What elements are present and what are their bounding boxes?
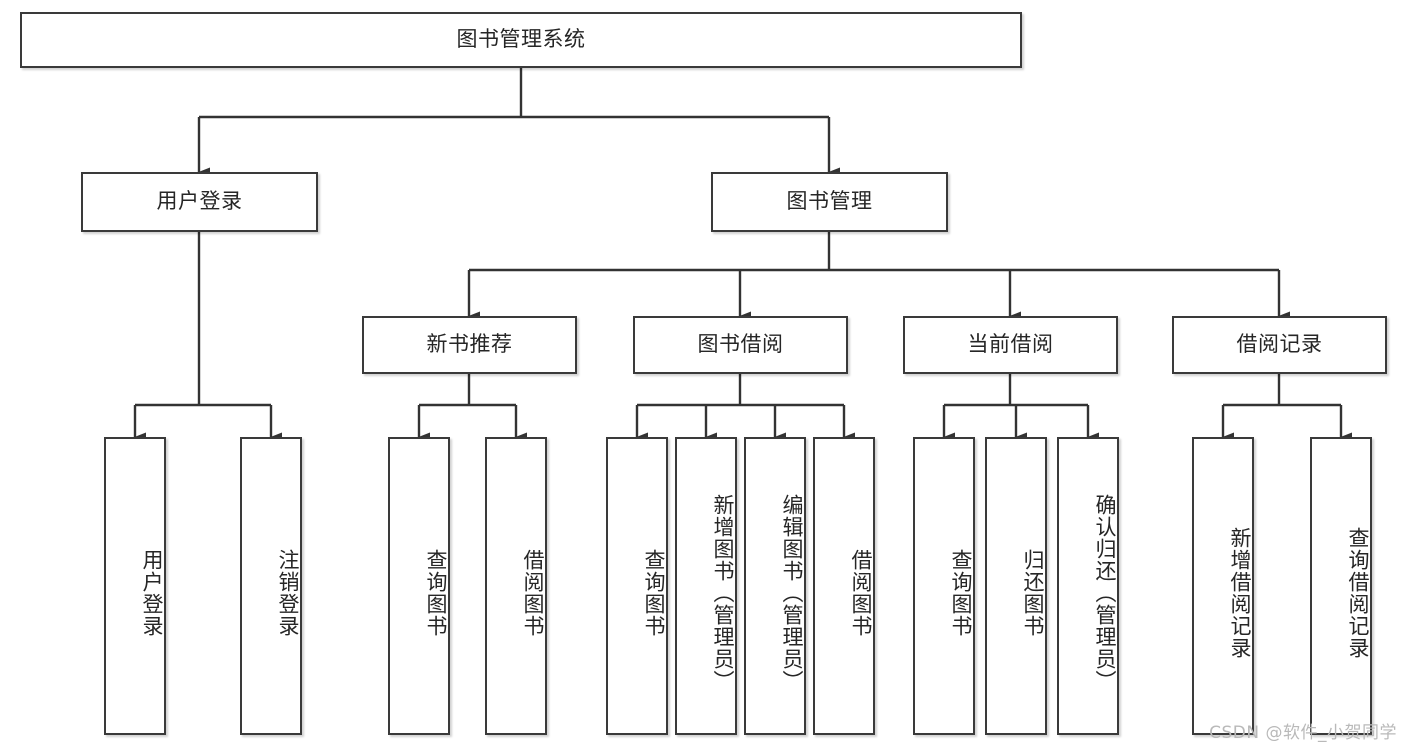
node-current-borrow[interactable]: 当前借阅 (903, 316, 1118, 374)
node-label: 借阅图书 (521, 549, 545, 637)
node-leaf-borrow-books-2[interactable]: 借阅图书 (813, 437, 875, 735)
csdn-watermark: CSDN @软件_小贺同学 (1209, 723, 1397, 743)
node-leaf-user-login[interactable]: 用户登录 (104, 437, 166, 735)
node-label: 当前借阅 (967, 332, 1054, 357)
node-label: 归还图书 (1021, 549, 1045, 637)
node-book-borrow[interactable]: 图书借阅 (633, 316, 848, 374)
node-label: 注销登录 (276, 549, 300, 637)
node-label: 查询图书 (424, 549, 448, 637)
node-label: 图书管理系统 (456, 27, 586, 52)
node-new-book-recommend[interactable]: 新书推荐 (362, 316, 577, 374)
node-leaf-query-books-3[interactable]: 查询图书 (913, 437, 975, 735)
node-label: 新增借阅记录 (1228, 527, 1252, 659)
node-label: 查询图书 (642, 549, 666, 637)
node-leaf-return-books[interactable]: 归还图书 (985, 437, 1047, 735)
node-label: 借阅记录 (1236, 332, 1323, 357)
node-leaf-logout[interactable]: 注销登录 (240, 437, 302, 735)
node-leaf-add-borrow-record[interactable]: 新增借阅记录 (1192, 437, 1254, 735)
node-label: 借阅图书 (849, 549, 873, 637)
node-user-login[interactable]: 用户登录 (81, 172, 318, 232)
node-leaf-borrow-books-1[interactable]: 借阅图书 (485, 437, 547, 735)
node-leaf-confirm-return-admin[interactable]: 确认归还（管理员） (1057, 437, 1119, 735)
node-label: 新增图书（管理员） (711, 494, 735, 692)
node-label: 图书管理 (786, 189, 873, 214)
node-label: 用户登录 (156, 189, 243, 214)
node-leaf-edit-book-admin[interactable]: 编辑图书（管理员） (744, 437, 806, 735)
node-leaf-query-books-1[interactable]: 查询图书 (388, 437, 450, 735)
node-label: 查询图书 (949, 549, 973, 637)
node-label: 新书推荐 (426, 332, 513, 357)
node-leaf-query-books-2[interactable]: 查询图书 (606, 437, 668, 735)
node-label: 用户登录 (140, 549, 164, 637)
node-book-management[interactable]: 图书管理 (711, 172, 948, 232)
node-borrow-records[interactable]: 借阅记录 (1172, 316, 1387, 374)
node-label: 确认归还（管理员） (1093, 494, 1117, 692)
node-label: 编辑图书（管理员） (780, 494, 804, 692)
node-leaf-query-borrow-record[interactable]: 查询借阅记录 (1310, 437, 1372, 735)
node-label: 查询借阅记录 (1346, 527, 1370, 659)
node-root[interactable]: 图书管理系统 (20, 12, 1022, 68)
node-leaf-add-book-admin[interactable]: 新增图书（管理员） (675, 437, 737, 735)
node-label: 图书借阅 (697, 332, 784, 357)
